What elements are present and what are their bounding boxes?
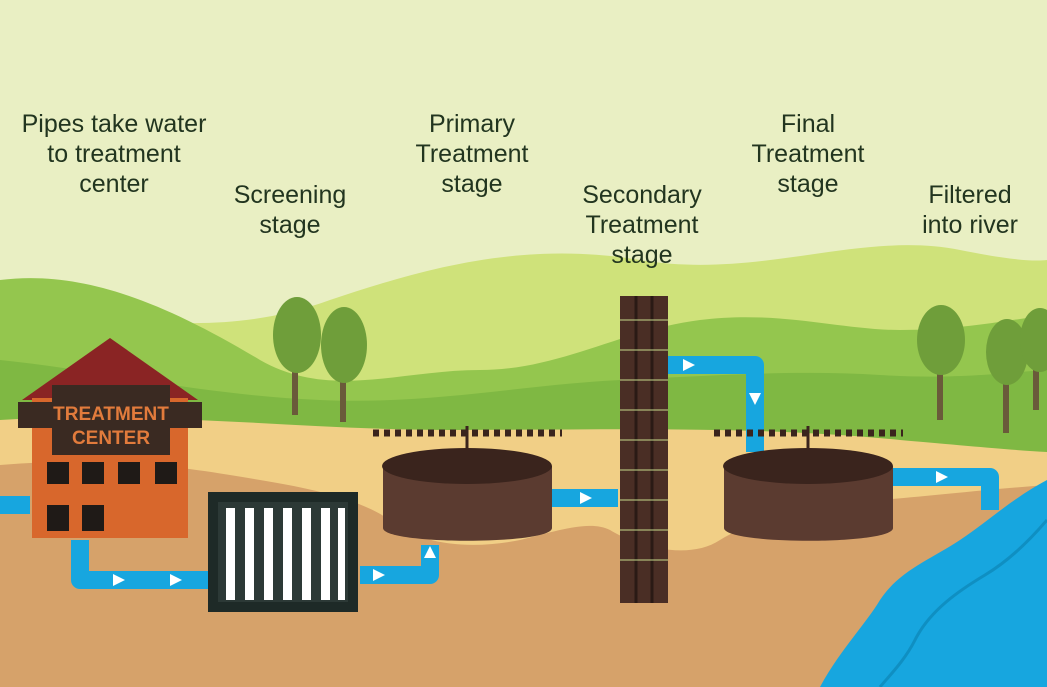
label-filtered-line2: into river [922, 211, 1018, 239]
label-final-line2: Treatment [751, 140, 865, 168]
arrow-down-icon [749, 393, 761, 405]
arrow-right-icon [936, 471, 948, 483]
river-edge [878, 519, 1047, 687]
label-screening-line1: Screening [233, 181, 347, 209]
screening-unit [208, 492, 358, 612]
label-secondary: Secondary Treatment stage [582, 180, 702, 270]
label-filtered: Filtered into river [922, 180, 1018, 240]
flow-arrows [113, 359, 948, 586]
label-filtered-line1: Filtered [928, 181, 1012, 209]
label-screening-line2: stage [259, 211, 321, 239]
river [820, 480, 1047, 687]
label-pipes: Pipes take water to treatment center [22, 109, 207, 199]
tree-group-right [917, 305, 1047, 433]
treatment-center-building: TREATMENT CENTER [18, 338, 202, 538]
label-final-line1: Final [780, 110, 836, 138]
arrow-right-icon [683, 359, 695, 371]
arrow-right-icon [580, 492, 592, 504]
final-tank [714, 426, 903, 541]
label-primary-line1: Primary [428, 110, 516, 138]
arrow-up-icon [424, 546, 436, 558]
label-secondary-line2: Treatment [585, 211, 699, 239]
arrow-right-icon [170, 574, 182, 586]
tree-group-left [273, 297, 367, 422]
label-pipes-line3: center [79, 170, 149, 198]
label-screening: Screening stage [234, 180, 347, 240]
primary-tank [373, 426, 562, 541]
secondary-tower [620, 296, 668, 603]
label-pipes-line2: to treatment [47, 140, 181, 168]
label-pipes-line1: Pipes take water [21, 110, 207, 138]
arrow-right-icon [113, 574, 125, 586]
label-primary: Primary Treatment stage [415, 109, 528, 199]
building-sign-line2: CENTER [72, 428, 150, 449]
label-primary-line2: Treatment [415, 140, 529, 168]
arrow-right-icon [373, 569, 385, 581]
label-secondary-line1: Secondary [582, 181, 702, 209]
label-primary-line3: stage [441, 170, 503, 198]
building-sign-line1: TREATMENT [53, 404, 169, 425]
label-final: Final Treatment stage [751, 109, 864, 199]
label-final-line3: stage [777, 170, 839, 198]
roof [22, 338, 198, 400]
label-secondary-line3: stage [611, 241, 673, 269]
